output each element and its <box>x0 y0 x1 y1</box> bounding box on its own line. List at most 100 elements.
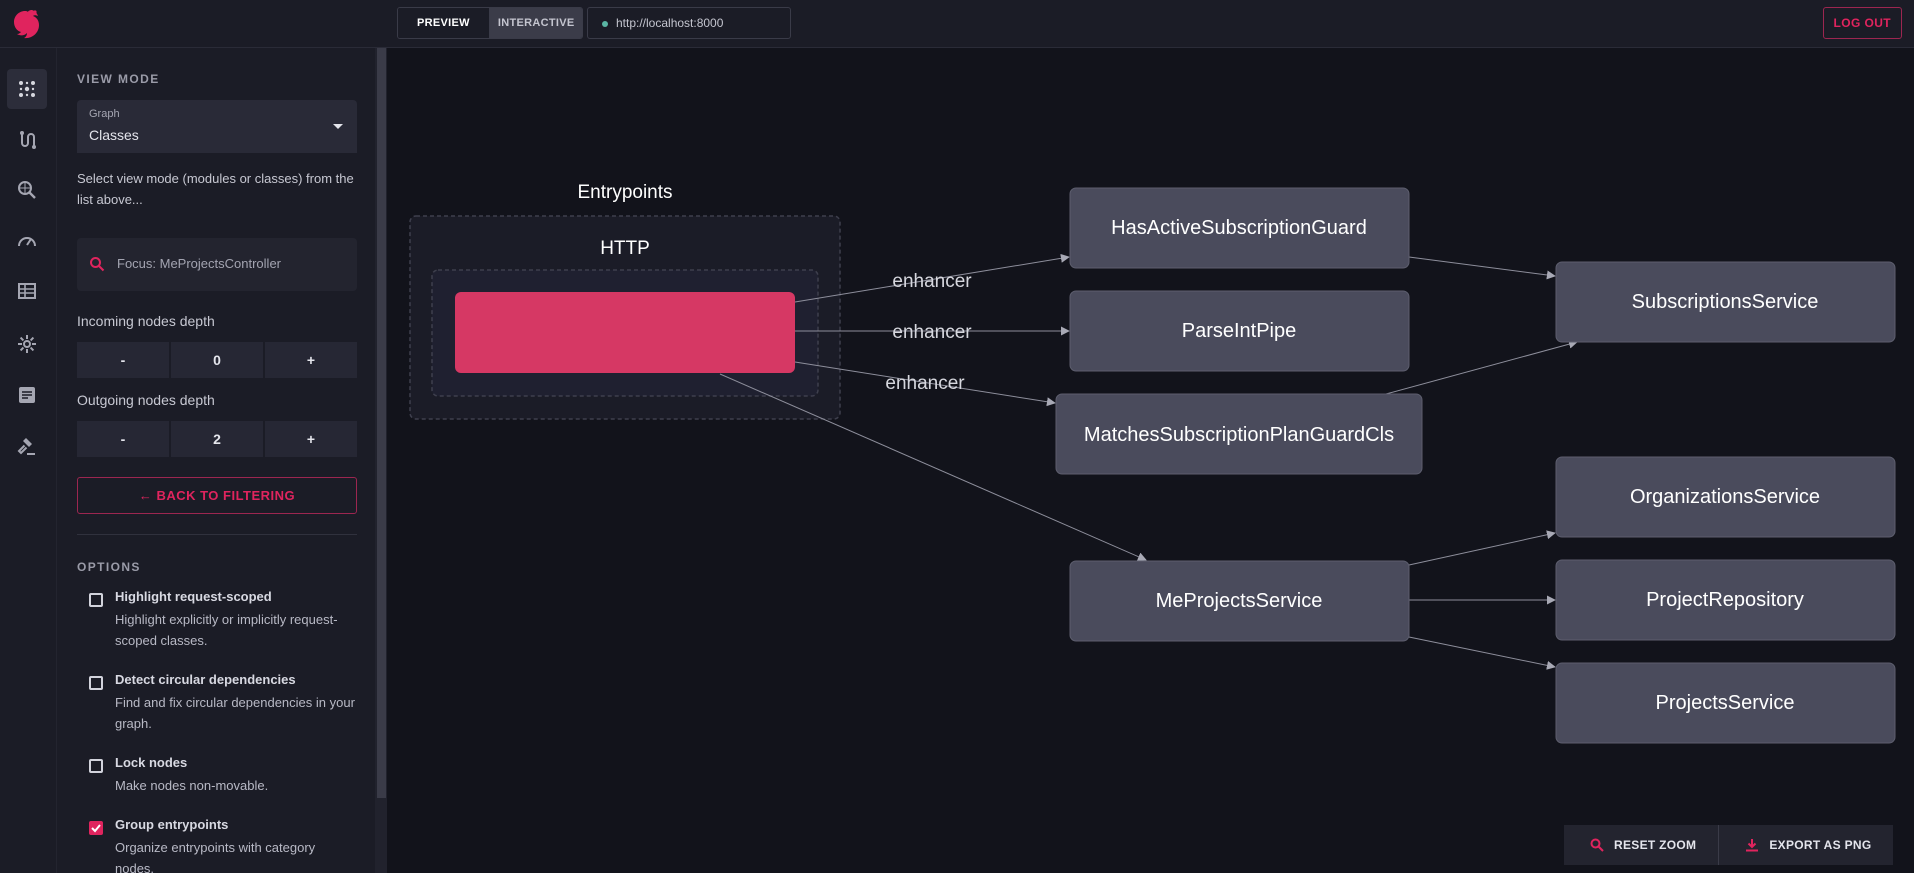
node-label: SubscriptionsService <box>1632 291 1819 313</box>
node-label: ParseIntPipe <box>1182 320 1297 342</box>
edge-label: enhancer <box>885 373 965 394</box>
edge <box>794 361 1056 407</box>
incoming-depth-label: Incoming nodes depth <box>77 313 215 329</box>
node-subscriptions-service[interactable] <box>1555 261 1896 343</box>
node-label: HasActiveSubscriptionGuard <box>1111 217 1367 239</box>
incoming-plus-button[interactable]: + <box>265 342 357 378</box>
options-title: OPTIONS <box>77 560 141 574</box>
focus-field[interactable]: Focus: MeProjectsController <box>77 238 357 291</box>
url-text: http://localhost:8000 <box>616 16 724 30</box>
option-description: Make nodes non-movable. <box>115 778 269 793</box>
node-label: MatchesSubscriptionPlanGuardCls <box>1084 424 1394 446</box>
divider <box>77 534 357 535</box>
route-icon <box>20 131 36 149</box>
node-me-projects-service[interactable] <box>1069 560 1410 642</box>
checkbox[interactable] <box>89 676 103 690</box>
table-icon <box>18 283 36 299</box>
node-controller[interactable] <box>455 292 795 373</box>
outgoing-plus-button[interactable]: + <box>265 421 357 457</box>
view-mode-select[interactable]: Graph Classes <box>77 100 357 153</box>
option-title: Highlight request-scoped <box>115 589 272 604</box>
back-to-filtering-button[interactable]: ← BACK TO FILTERING <box>77 477 357 514</box>
nestjs-logo-icon[interactable] <box>8 4 48 44</box>
rail-routes[interactable] <box>7 120 47 160</box>
edge <box>1408 530 1556 566</box>
back-to-filtering-label: BACK TO FILTERING <box>156 488 296 503</box>
rail-settings[interactable] <box>7 324 47 364</box>
sidebar-scrollbar[interactable] <box>377 48 386 798</box>
tab-interactive[interactable]: INTERACTIVE <box>489 8 583 38</box>
search-icon <box>90 257 105 272</box>
rail-performance[interactable] <box>7 221 47 261</box>
edge <box>1408 636 1556 670</box>
zoom-icon <box>1590 838 1604 852</box>
rail-tables[interactable] <box>7 271 47 311</box>
edge <box>1385 339 1578 395</box>
edge <box>1408 256 1556 280</box>
export-png-label: EXPORT AS PNG <box>1769 838 1872 852</box>
check-icon <box>91 824 101 833</box>
outgoing-depth-value[interactable]: 2 <box>171 421 263 457</box>
edge-label: enhancer <box>892 322 972 343</box>
rail-graph[interactable] <box>7 69 47 109</box>
rail-docs[interactable] <box>7 375 47 415</box>
edge <box>794 253 1070 303</box>
tab-preview[interactable]: PREVIEW <box>398 8 490 38</box>
view-mode-title: VIEW MODE <box>77 72 160 86</box>
http-group-title: HTTP <box>600 238 650 259</box>
rail-tools[interactable] <box>7 426 47 466</box>
download-icon <box>1746 839 1759 852</box>
canvas-actions: RESET ZOOM EXPORT AS PNG <box>1564 825 1894 865</box>
logout-button[interactable]: LOG OUT <box>1822 7 1902 39</box>
reset-zoom-button[interactable]: RESET ZOOM <box>1564 825 1718 865</box>
option-title: Detect circular dependencies <box>115 672 296 687</box>
url-field[interactable]: http://localhost:8000 <box>587 7 791 39</box>
icon-rail <box>0 48 57 873</box>
node-label: MeProjectsService <box>1156 590 1323 612</box>
edge <box>719 373 1147 561</box>
checkbox[interactable] <box>89 759 103 773</box>
status-dot <box>602 21 608 27</box>
graph-canvas[interactable]: Entrypoints HTTP enhancer enhancer enhan… <box>387 48 1914 873</box>
node-guard-matches-plan[interactable] <box>1055 393 1423 475</box>
export-png-button[interactable]: EXPORT AS PNG <box>1719 825 1893 865</box>
option-description: Highlight explicitly or implicitly reque… <box>115 612 338 648</box>
outgoing-depth-stepper: - 2 + <box>77 421 357 457</box>
node-project-repository[interactable] <box>1555 559 1896 641</box>
graph-icon <box>19 81 35 97</box>
view-mode-select-value: Classes <box>89 127 139 143</box>
checkbox-checked[interactable] <box>89 821 103 835</box>
speedometer-icon <box>18 237 36 247</box>
top-bar: PREVIEW INTERACTIVE http://localhost:800… <box>0 0 1914 48</box>
node-projects-service[interactable] <box>1555 662 1896 744</box>
focus-text: Focus: MeProjectsController <box>117 256 281 271</box>
option-description: Organize entrypoints with category nodes… <box>115 840 316 873</box>
divider <box>1718 825 1720 865</box>
sidebar-panel: VIEW MODE Graph Classes Select view mode… <box>57 48 375 873</box>
checkbox[interactable] <box>89 593 103 607</box>
incoming-depth-value[interactable]: 0 <box>171 342 263 378</box>
outgoing-minus-button[interactable]: - <box>77 421 169 457</box>
outgoing-depth-label: Outgoing nodes depth <box>77 392 215 408</box>
edge-label: enhancer <box>892 271 972 292</box>
inspect-icon <box>18 181 36 199</box>
view-mode-helper: Select view mode (modules or classes) fr… <box>77 171 354 207</box>
rail-inspect[interactable] <box>7 170 47 210</box>
option-title: Group entrypoints <box>115 817 229 832</box>
incoming-minus-button[interactable]: - <box>77 342 169 378</box>
node-organizations-service[interactable] <box>1555 456 1896 538</box>
option-description: Find and fix circular dependencies in yo… <box>115 695 355 731</box>
node-label: OrganizationsService <box>1630 486 1820 508</box>
node-parse-int-pipe[interactable] <box>1069 290 1410 372</box>
gear-icon <box>18 335 36 353</box>
dependency-graph: Entrypoints HTTP enhancer enhancer enhan… <box>409 182 1896 744</box>
option-title: Lock nodes <box>115 755 188 770</box>
node-label: ProjectRepository <box>1646 589 1804 611</box>
reset-zoom-label: RESET ZOOM <box>1614 838 1697 852</box>
entrypoints-group-title: Entrypoints <box>577 182 672 203</box>
document-icon <box>19 387 35 403</box>
gavel-icon <box>17 438 35 455</box>
node-guard-has-active[interactable] <box>1069 187 1410 269</box>
chevron-down-icon <box>333 124 343 129</box>
mode-toggle: PREVIEW INTERACTIVE <box>397 7 584 39</box>
